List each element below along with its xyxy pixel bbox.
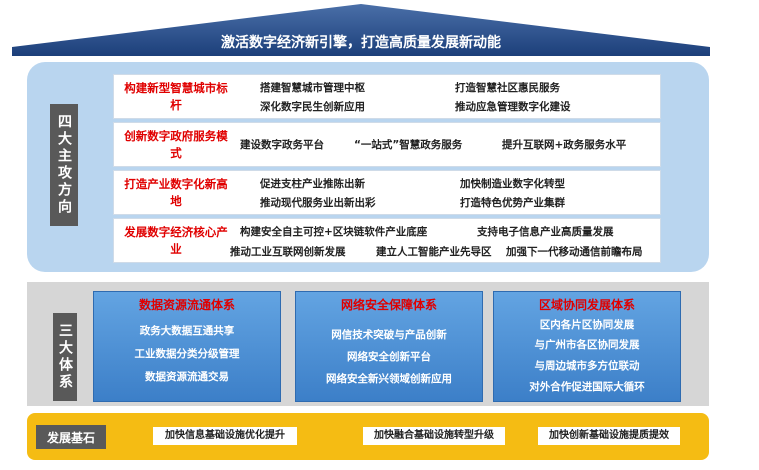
- foundation-label: 发展基石: [36, 425, 106, 449]
- direction-item: 加强下一代移动通信前瞻布局: [506, 246, 643, 258]
- direction-item: 构建安全自主可控+区块链软件产业底座: [240, 226, 428, 238]
- direction-item: 促进支柱产业推陈出新: [260, 178, 365, 190]
- system-item: 政务大数据互通共享: [139, 325, 235, 337]
- main-directions-label: 四大主攻方向: [50, 104, 78, 226]
- system-item: 网络安全创新平台: [347, 351, 431, 363]
- direction-item: 深化数字民生创新应用: [260, 101, 365, 113]
- direction-title: 构建新型智慧城市标杆: [124, 81, 228, 112]
- direction-item: 推动现代服务业出新出彩: [260, 197, 376, 209]
- direction-item: 打造特色优势产业集群: [460, 197, 565, 209]
- direction-item: 提升互联网+政务服务水平: [502, 139, 627, 151]
- direction-item: 建立人工智能产业先导区: [376, 246, 492, 258]
- system-item: 工业数据分类分级管理: [134, 348, 240, 360]
- direction-row-industrial-digitalization: 打造产业数字化新高地 促进支柱产业推陈出新 加快制造业数字化转型 推动现代服务业…: [113, 170, 661, 215]
- direction-item: 建设数字政务平台: [240, 139, 324, 151]
- direction-title: 打造产业数字化新高地: [124, 177, 228, 208]
- system-box-data-resources: 数据资源流通体系 政务大数据互通共享 工业数据分类分级管理 数据资源流通交易: [93, 291, 281, 402]
- foundation-item: 加快信息基础设施优化提升: [153, 427, 297, 445]
- system-item: 对外合作促进国际大循环: [529, 381, 645, 393]
- direction-row-smart-city: 构建新型智慧城市标杆 搭建智慧城市管理中枢 打造智慧社区惠民服务 深化数字民生创…: [113, 74, 661, 119]
- foundation-item: 加快创新基础设施提质提效: [538, 427, 680, 445]
- direction-item: 推动工业互联网创新发展: [230, 246, 346, 258]
- direction-item: 搭建智慧城市管理中枢: [260, 82, 365, 94]
- direction-row-digital-government: 创新数字政府服务模式 建设数字政务平台 “一站式”智慧政务服务 提升互联网+政务…: [113, 122, 661, 167]
- system-item: 网络安全新兴领域创新应用: [326, 373, 452, 385]
- system-item: 与周边城市多方位联动: [534, 360, 640, 372]
- system-item: 与广州市各区协同发展: [534, 339, 640, 351]
- foundation-item: 加快融合基础设施转型升级: [363, 427, 505, 445]
- roof-title: 激活数字经济新引擎，打造高质量发展新动能: [221, 35, 501, 51]
- roof-banner: [12, 4, 710, 56]
- direction-item: 打造智慧社区惠民服务: [455, 82, 560, 94]
- roof-shape: [12, 4, 710, 56]
- direction-item: “一站式”智慧政务服务: [354, 139, 463, 151]
- system-item: 网信技术突破与产品创新: [331, 329, 447, 341]
- direction-row-core-industries: 发展数字经济核心产业 构建安全自主可控+区块链软件产业底座 支持电子信息产业高质…: [113, 218, 661, 263]
- direction-title: 创新数字政府服务模式: [124, 129, 228, 160]
- system-box-network-security: 网络安全保障体系 网信技术突破与产品创新 网络安全创新平台 网络安全新兴领域创新…: [295, 291, 483, 402]
- system-item: 区内各片区协同发展: [539, 319, 635, 331]
- system-title: 网络安全保障体系: [340, 298, 437, 312]
- system-title: 区域协同发展体系: [538, 298, 635, 312]
- system-box-regional-coordination: 区域协同发展体系 区内各片区协同发展 与广州市各区协同发展 与周边城市多方位联动…: [493, 291, 681, 402]
- direction-item: 加快制造业数字化转型: [460, 178, 565, 190]
- direction-item: 推动应急管理数字化建设: [455, 101, 571, 113]
- three-systems-label: 三大体系: [53, 313, 77, 401]
- direction-item: 支持电子信息产业高质量发展: [477, 226, 614, 238]
- system-item: 数据资源流通交易: [145, 371, 229, 383]
- direction-title: 发展数字经济核心产业: [124, 225, 228, 256]
- system-title: 数据资源流通体系: [138, 298, 235, 312]
